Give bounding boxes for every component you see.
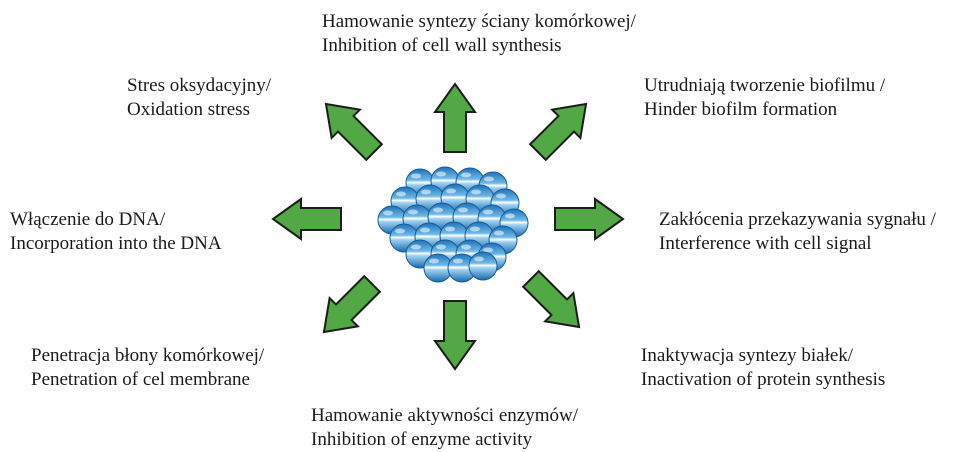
label-top-left: Stres oksydacyjny/ Oxidation stress bbox=[127, 74, 271, 122]
label-top-left-pl: Stres oksydacyjny/ bbox=[127, 74, 271, 98]
label-bottom: Hamowanie aktywności enzymów/ Inhibition… bbox=[311, 404, 578, 452]
sphere-highlight bbox=[436, 245, 446, 250]
arrow-left-icon bbox=[273, 199, 341, 239]
label-bottom-pl: Hamowanie aktywności enzymów/ bbox=[311, 404, 578, 428]
label-bottom-left-pl: Penetracja błony komórkowej/ bbox=[31, 344, 264, 368]
label-bottom-right-en: Inactivation of protein synthesis bbox=[641, 368, 885, 392]
sphere-highlight bbox=[461, 173, 471, 178]
sphere-highlight bbox=[436, 172, 446, 177]
sphere-highlight bbox=[433, 208, 443, 213]
nanoparticle-cluster-icon bbox=[378, 167, 528, 282]
label-top-pl: Hamowanie syntezy ściany komórkowej/ bbox=[322, 10, 636, 34]
label-left: Włączenie do DNA/ Incorporation into the… bbox=[10, 208, 222, 256]
label-top-right-en: Hinder biofilm formation bbox=[644, 98, 885, 122]
label-left-en: Incorporation into the DNA bbox=[10, 232, 222, 256]
nanoparticle-sphere bbox=[469, 252, 497, 280]
label-top-en: Inhibition of cell wall synthesis bbox=[322, 34, 636, 58]
sphere-highlight bbox=[420, 228, 430, 233]
sphere-highlight bbox=[411, 174, 421, 179]
label-bottom-left: Penetracja błony komórkowej/ Penetration… bbox=[31, 344, 264, 392]
label-right: Zakłócenia przekazywania sygnału / Inter… bbox=[659, 208, 936, 256]
sphere-highlight bbox=[470, 227, 480, 232]
label-top-right-pl: Utrudniają tworzenie biofilmu / bbox=[644, 74, 885, 98]
sphere-highlight bbox=[461, 245, 471, 250]
arrow-top-left-icon bbox=[312, 90, 388, 166]
arrow-bottom-left-icon bbox=[310, 270, 386, 346]
sphere-highlight bbox=[496, 194, 506, 199]
sphere-highlight bbox=[474, 257, 484, 262]
sphere-highlight bbox=[383, 211, 393, 216]
sphere-highlight bbox=[421, 190, 431, 195]
label-bottom-right: Inaktywacja syntezy białek/ Inactivation… bbox=[641, 344, 885, 392]
arrow-top-right-icon bbox=[524, 90, 600, 166]
label-bottom-en: Inhibition of enzyme activity bbox=[311, 428, 578, 452]
label-top-left-en: Oxidation stress bbox=[127, 98, 271, 122]
sphere-highlight bbox=[494, 231, 504, 236]
sphere-highlight bbox=[471, 190, 481, 195]
label-right-en: Interference with cell signal bbox=[659, 232, 936, 256]
label-left-pl: Włączenie do DNA/ bbox=[10, 208, 222, 232]
arrow-bottom-icon bbox=[435, 301, 475, 369]
label-bottom-left-en: Penetration of cel membrane bbox=[31, 368, 264, 392]
sphere-highlight bbox=[411, 245, 421, 250]
label-bottom-right-pl: Inaktywacja syntezy białek/ bbox=[641, 344, 885, 368]
sphere-highlight bbox=[446, 189, 456, 194]
sphere-highlight bbox=[484, 177, 494, 182]
sphere-highlight bbox=[429, 259, 439, 264]
sphere-highlight bbox=[453, 259, 463, 264]
sphere-highlight bbox=[458, 208, 468, 213]
sphere-highlight bbox=[395, 229, 405, 234]
label-top: Hamowanie syntezy ściany komórkowej/ Inh… bbox=[322, 10, 636, 58]
sphere-highlight bbox=[408, 210, 418, 215]
sphere-highlight bbox=[505, 214, 515, 219]
sphere-highlight bbox=[483, 210, 493, 215]
label-right-pl: Zakłócenia przekazywania sygnału / bbox=[659, 208, 936, 232]
arrow-top-icon bbox=[435, 84, 475, 152]
sphere-highlight bbox=[396, 192, 406, 197]
arrow-bottom-right-icon bbox=[517, 265, 593, 341]
arrow-right-icon bbox=[555, 199, 623, 239]
label-top-right: Utrudniają tworzenie biofilmu / Hinder b… bbox=[644, 74, 885, 122]
sphere-highlight bbox=[445, 227, 455, 232]
